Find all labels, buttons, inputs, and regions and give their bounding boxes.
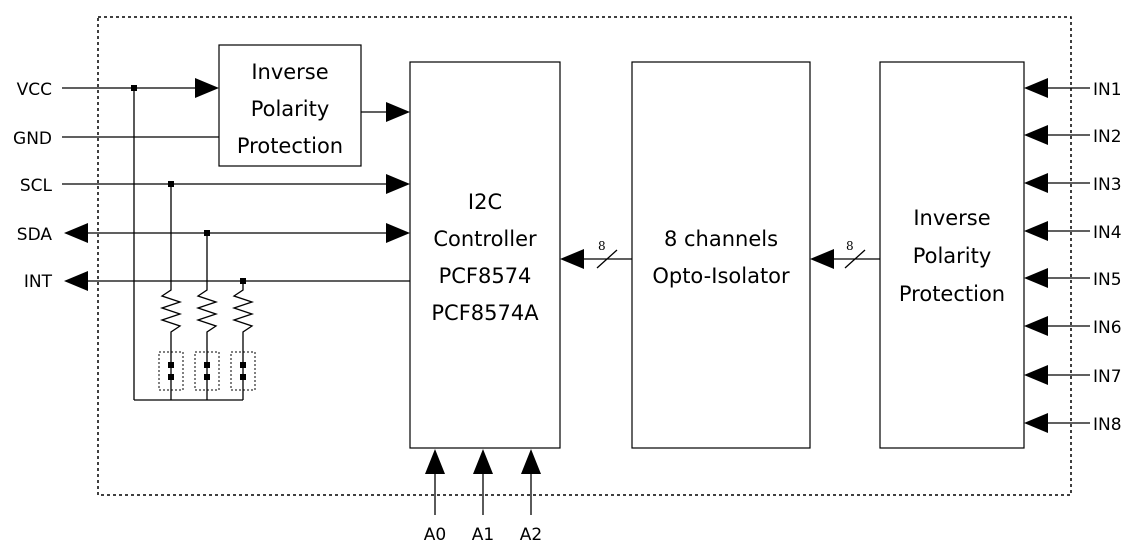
opto-line-2: Opto-Isolator	[652, 264, 790, 288]
in2-arrow	[1024, 125, 1048, 145]
opto-line-1: 8 channels	[664, 227, 778, 251]
controller-line-2: Controller	[433, 227, 537, 251]
in1-arrow	[1024, 78, 1048, 98]
right-input-wiring	[1046, 87, 1090, 424]
left-arrowheads	[64, 78, 410, 291]
address-labels: A0 A1 A2	[424, 525, 542, 545]
bus-width-label-2: 8	[846, 239, 854, 253]
i2c-controller-block: I2C Controller PCF8574 PCF8574A	[409, 61, 561, 449]
controller-line-4: PCF8574A	[431, 301, 539, 325]
power-protection-block: Inverse Polarity Protection	[218, 44, 362, 167]
opto-isolator-block: 8 channels Opto-Isolator	[631, 61, 811, 449]
int-arrow-left	[64, 271, 88, 291]
left-pin-labels: VCC GND SCL SDA INT	[13, 80, 53, 292]
sda-arrow-right	[386, 223, 410, 243]
a1-label: A1	[472, 525, 494, 545]
a0-arrow	[425, 449, 445, 474]
jumper-pads	[158, 351, 256, 391]
opto-to-controller-arrow	[560, 249, 584, 269]
in6-arrow	[1024, 316, 1048, 336]
gnd-label: GND	[13, 129, 52, 149]
power-protection-line-2: Polarity	[251, 97, 330, 121]
in4-label: IN4	[1093, 223, 1122, 243]
in2-label: IN2	[1093, 127, 1122, 147]
in8-arrow	[1024, 413, 1048, 433]
in7-arrow	[1024, 365, 1048, 385]
address-arrowheads	[425, 449, 541, 474]
protection-to-opto-arrow	[810, 249, 834, 269]
bus-wiring	[582, 249, 880, 269]
power-protection-line-3: Protection	[237, 134, 343, 158]
board-outline	[97, 16, 1072, 496]
in5-arrow	[1024, 268, 1048, 288]
a1-arrow	[473, 449, 493, 474]
scl-label: SCL	[20, 176, 53, 196]
in6-label: IN6	[1093, 318, 1122, 338]
power-protection-line-1: Inverse	[251, 60, 328, 84]
right-input-labels: IN1 IN2 IN3 IN4 IN5 IN6 IN7 IN8	[1093, 80, 1122, 435]
in3-label: IN3	[1093, 175, 1122, 195]
input-protection-line-1: Inverse	[913, 206, 990, 230]
junction-dots	[131, 85, 246, 284]
input-protection-block: Inverse Polarity Protection	[879, 61, 1025, 449]
in5-label: IN5	[1093, 270, 1122, 290]
bus-arrowheads	[560, 249, 834, 269]
controller-line-1: I2C	[468, 190, 502, 214]
sda-arrow-left	[64, 223, 88, 243]
a2-arrow	[521, 449, 541, 474]
left-wiring	[62, 87, 410, 401]
bus-width-label-1: 8	[598, 239, 606, 253]
in3-arrow	[1024, 173, 1048, 193]
int-label: INT	[24, 272, 53, 292]
controller-line-3: PCF8574	[439, 264, 532, 288]
sda-label: SDA	[17, 225, 53, 245]
a2-label: A2	[520, 525, 542, 545]
input-protection-line-3: Protection	[899, 282, 1005, 306]
in1-label: IN1	[1093, 80, 1122, 100]
a0-label: A0	[424, 525, 446, 545]
address-wiring	[434, 472, 532, 515]
in4-arrow	[1024, 221, 1048, 241]
input-protection-line-2: Polarity	[913, 244, 992, 268]
right-input-arrowheads	[1024, 78, 1048, 433]
vcc-arrow	[195, 78, 219, 98]
scl-arrow	[386, 174, 410, 194]
protection-to-controller-arrow	[386, 102, 410, 122]
in8-label: IN8	[1093, 415, 1122, 435]
in7-label: IN7	[1093, 367, 1122, 387]
vcc-label: VCC	[17, 80, 52, 100]
